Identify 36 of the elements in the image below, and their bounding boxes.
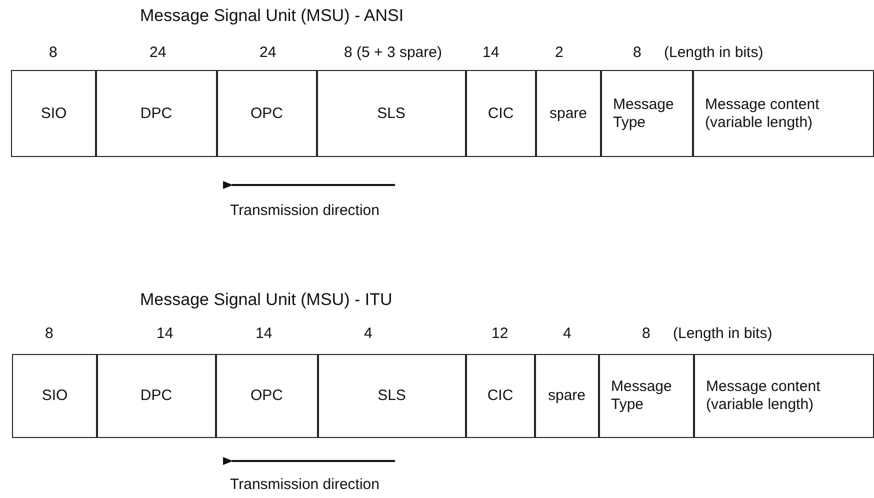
field-cell: OPC	[215, 354, 318, 438]
field-cell: SLS	[316, 70, 466, 157]
field-cell: Message content (variable length)	[693, 354, 874, 438]
field-cell: Message Type	[598, 354, 694, 438]
direction-label: Transmission direction	[230, 476, 380, 493]
field-cell: Message content (variable length)	[692, 70, 874, 157]
bit-length: 4	[364, 325, 372, 342]
field-cell: CIC	[465, 354, 536, 438]
field-cell: Message Type	[600, 70, 694, 157]
format-title: Message Signal Unit (MSU) - ANSI	[140, 6, 404, 26]
field-cell: SIO	[11, 70, 96, 157]
direction-label: Transmission direction	[230, 202, 380, 219]
format-title: Message Signal Unit (MSU) - ITU	[140, 290, 392, 310]
unit-note: (Length in bits)	[673, 325, 772, 342]
bit-length: 14	[156, 325, 174, 342]
bit-length: 8	[45, 325, 54, 342]
bit-length: 2	[555, 44, 564, 61]
bit-length: 8 (5 + 3 spare)	[344, 44, 442, 61]
bit-length: 8	[633, 44, 642, 61]
bit-length: 12	[492, 325, 508, 342]
field-cell: CIC	[465, 70, 536, 157]
bit-length: 8	[642, 325, 650, 342]
bit-length: 4	[563, 325, 572, 342]
bit-length: 24	[150, 44, 166, 61]
bit-length: 14	[256, 325, 272, 342]
field-cell: OPC	[216, 70, 318, 157]
field-cell: SLS	[317, 354, 466, 438]
field-cell: SIO	[12, 354, 98, 438]
field-cell: spare	[535, 70, 602, 157]
field-cell: DPC	[95, 70, 218, 157]
unit-note: (Length in bits)	[664, 44, 764, 61]
field-cell: spare	[534, 354, 600, 438]
field-cell: DPC	[96, 354, 216, 438]
bit-length: 8	[49, 44, 58, 61]
bit-length: 24	[260, 44, 276, 61]
bit-length: 14	[482, 44, 500, 61]
